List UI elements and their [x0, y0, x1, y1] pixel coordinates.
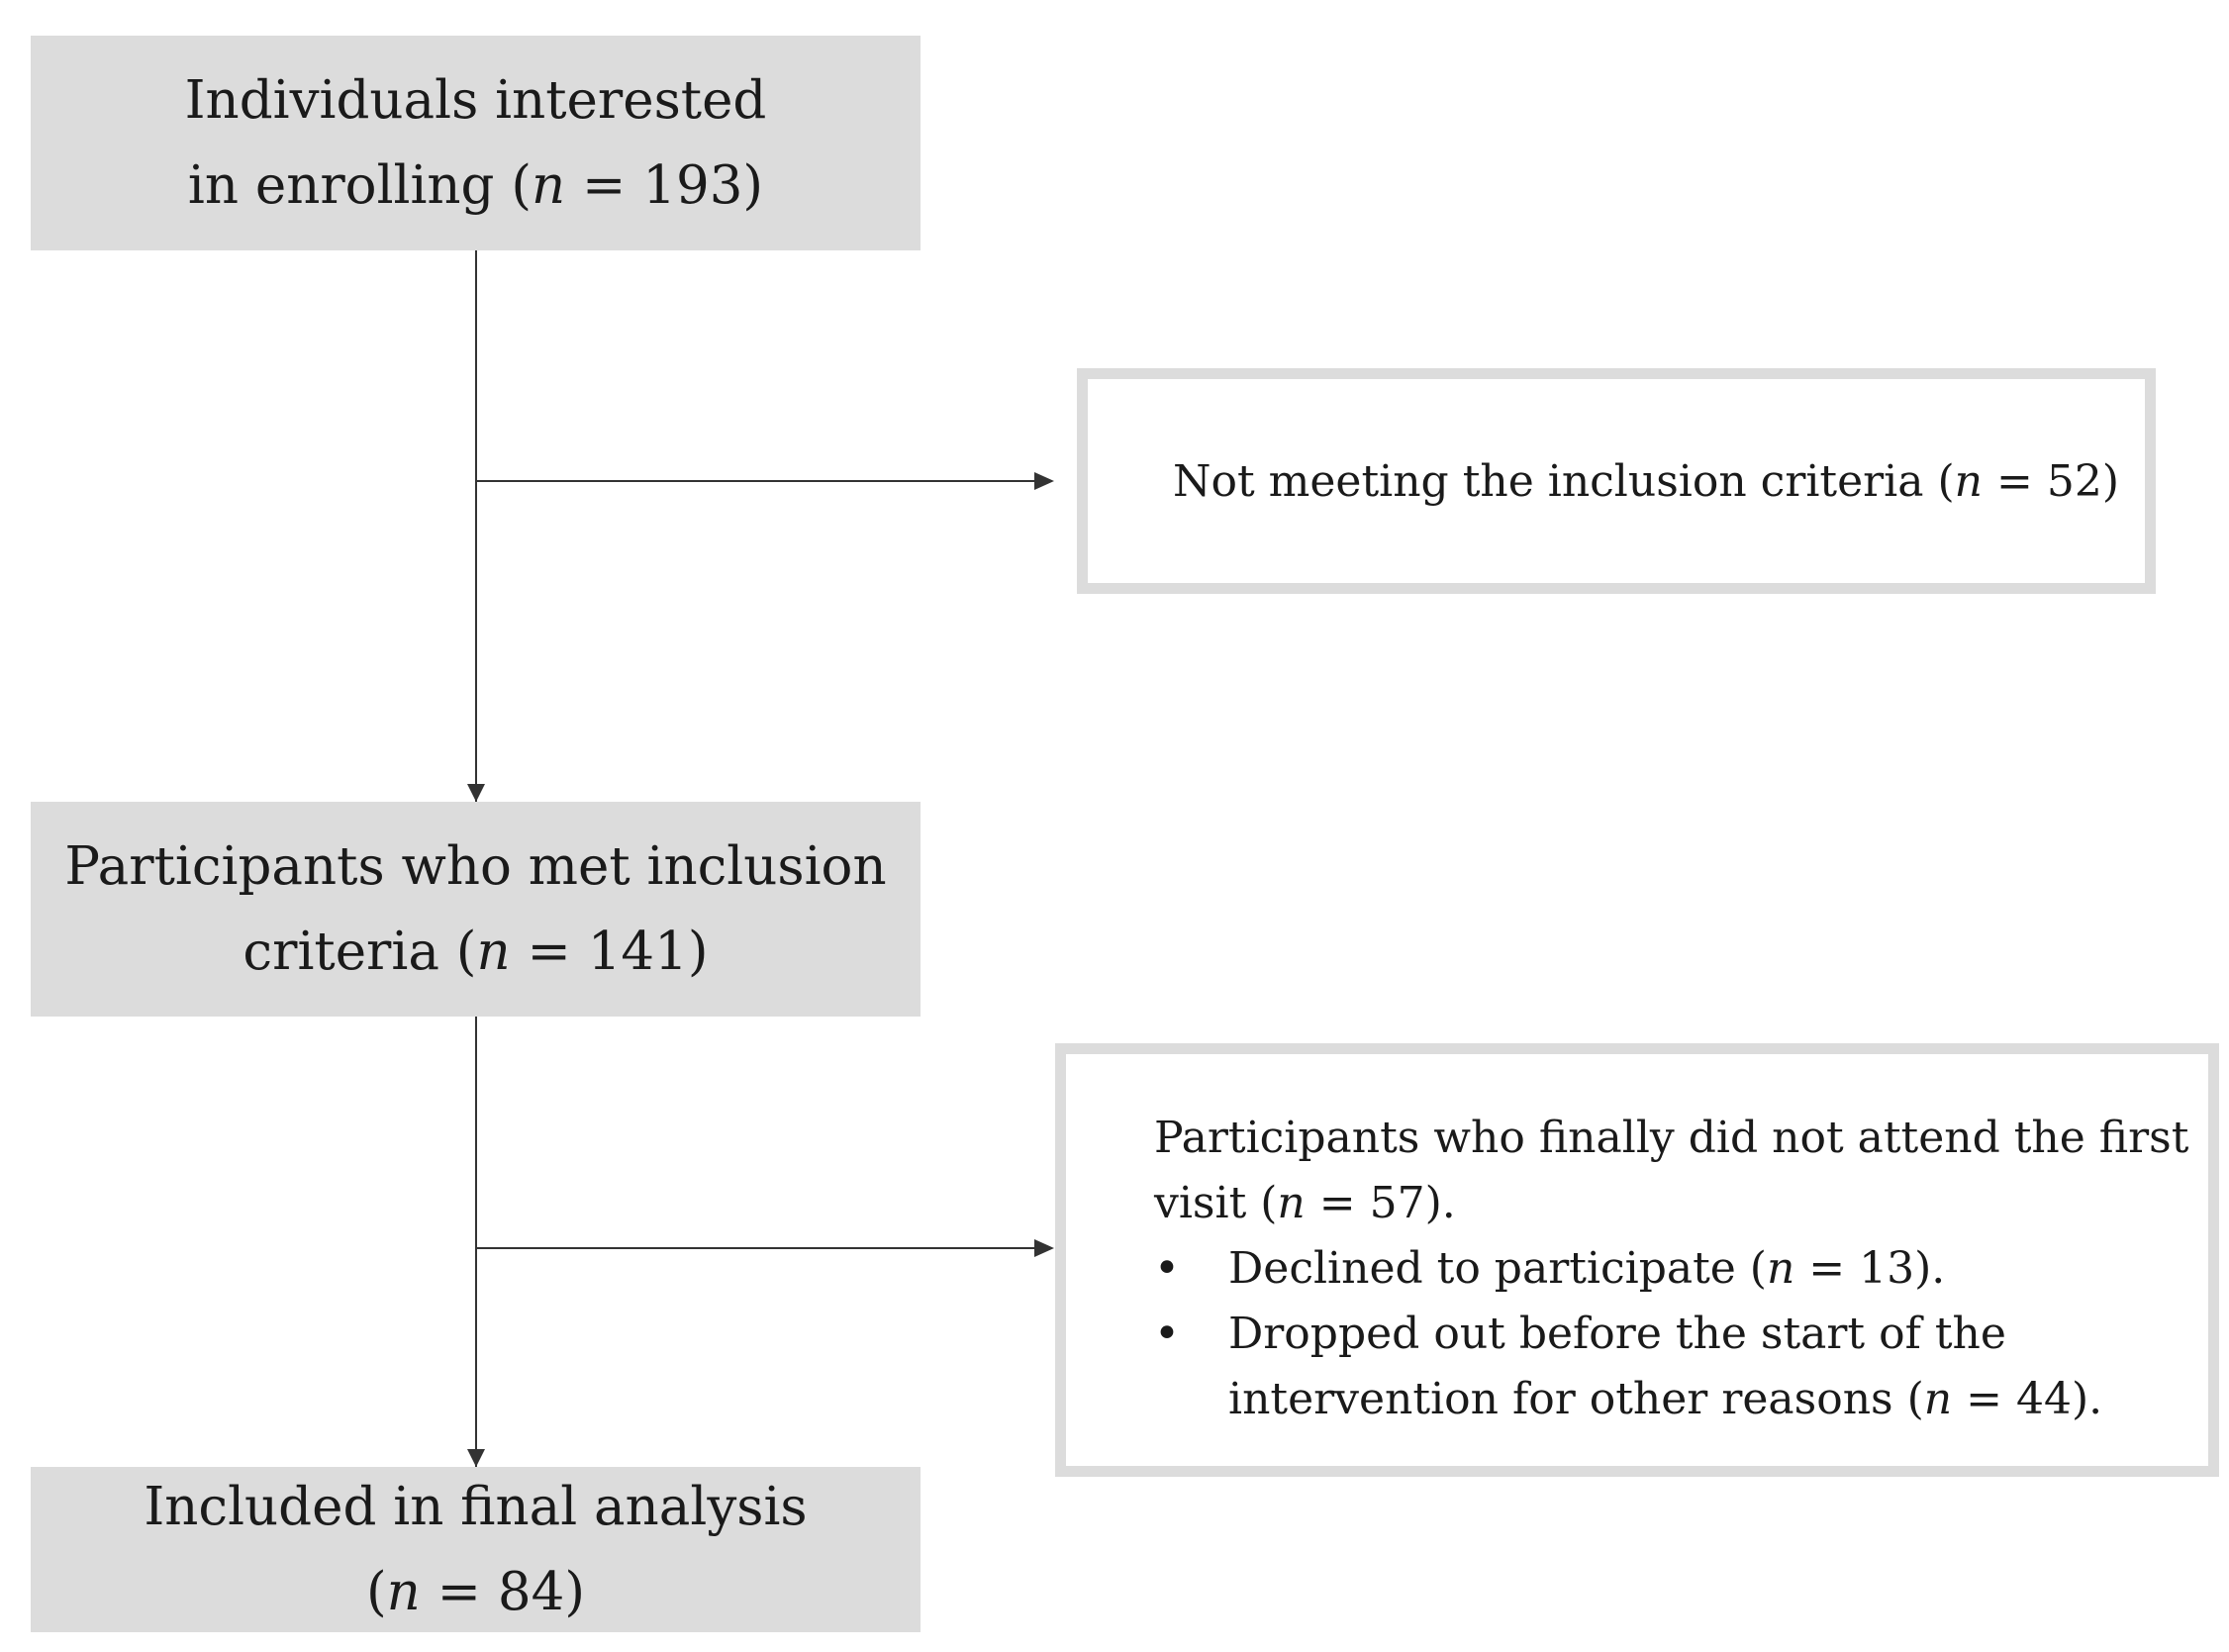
arrowhead-met [467, 784, 485, 802]
box-did-not-attend: Participants who finally did not attend … [1055, 1043, 2219, 1477]
box-not-meeting-criteria: Not meeting the inclusion criteria (n = … [1077, 368, 2156, 594]
arrowhead-final [467, 1449, 485, 1467]
box-included-final-analysis: Included in final analysis (n = 84) [31, 1467, 921, 1632]
box-final-line2: (n = 84) [365, 1561, 586, 1622]
box-met-line2: criteria (n = 141) [242, 921, 709, 982]
box-final-line1: Included in final analysis [144, 1476, 808, 1537]
arrowhead-did-not-attend [1034, 1239, 1054, 1257]
box-met-inclusion-criteria: Participants who met inclusion criteria … [31, 802, 921, 1017]
box-individuals-interested: Individuals interested in enrolling (n =… [31, 36, 921, 250]
box-enrolling-line1: Individuals interested [184, 69, 767, 131]
arrowhead-not-meeting [1034, 472, 1054, 490]
did-not-attend-reasons: • Declined to participate (n = 13). • Dr… [1154, 1236, 2169, 1432]
box-not-meeting-text: Not meeting the inclusion criteria (n = … [1173, 455, 2119, 507]
did-not-attend-heading: Participants who finally did not attend … [1154, 1113, 2189, 1228]
list-item: • Declined to participate (n = 13). [1154, 1236, 2169, 1302]
box-enrolling-line2: in enrolling (n = 193) [187, 154, 764, 216]
list-item: • Dropped out before the start of the in… [1154, 1302, 2169, 1432]
bullet-icon: • [1154, 1309, 1180, 1359]
box-met-line1: Participants who met inclusion [64, 835, 887, 897]
bullet-icon: • [1154, 1243, 1180, 1294]
